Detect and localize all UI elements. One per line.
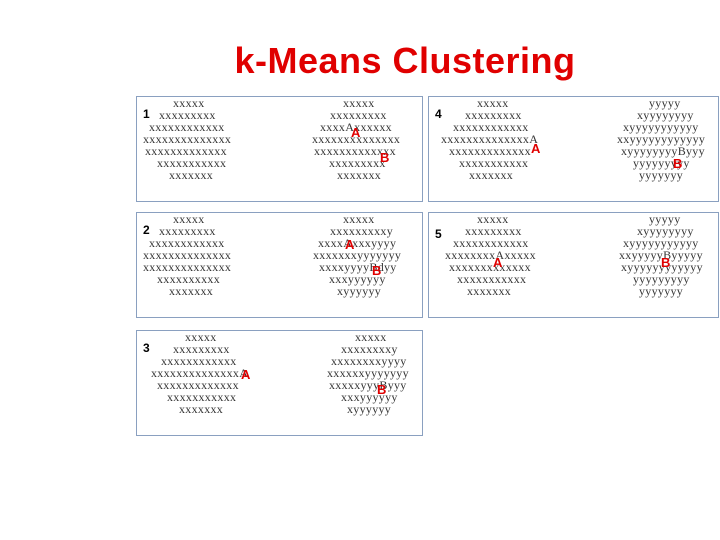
point-row: xxxxxxxxxxxxxx xyxy=(143,260,232,274)
slide-title: k-Means Clustering xyxy=(234,40,576,81)
centroid-b: B xyxy=(380,150,390,165)
point-row: xxxxxxxxxxxxxxA xyxy=(441,132,539,146)
point-row: xyyyyyyyy xyxy=(637,224,694,238)
iteration-number: 5 xyxy=(435,227,442,241)
iteration-panel-5: 5 xxxxx xxxxxxxxx xxxxxxxxxxxx xxxxxxxxA… xyxy=(428,212,719,318)
point-row: xxxxxxxxxxxxxxA xyxy=(151,366,249,380)
point-row: xxxxxxxxxxxxxx xyxy=(143,248,232,262)
point-row: xxxxxxx xyxy=(469,168,514,182)
point-row: xxxxx xyxy=(173,96,205,110)
point-row: xxxxx xyxy=(477,212,509,226)
iteration-number: 2 xyxy=(143,223,150,237)
point-row: xxxxxxx xyxy=(179,402,224,416)
point-row: xxxxxxx xyxy=(337,168,382,182)
point-row: xxxxxxxxxxxxx xyxy=(157,378,239,392)
point-row: xxxyyyyyy xyxy=(329,272,386,286)
point-row: xxxxyyyyBdyy xyxy=(319,260,397,274)
point-row: xxxxxxxxxxx xyxy=(457,272,527,286)
point-row: xxxxxxxxx xyxy=(465,108,522,122)
centroid-a: A xyxy=(241,367,251,382)
centroid-b: B xyxy=(377,382,387,397)
point-row: xxxxx xyxy=(173,212,205,226)
point-row: xxxxxxxxx xyxy=(159,224,216,238)
point-row: xxxxxxxxx xyxy=(159,108,216,122)
point-row: xyyyyyyyyByyy xyxy=(621,144,705,158)
centroid-a: A xyxy=(345,237,355,252)
point-row: xyyyyyyyyyyy xyxy=(623,236,699,250)
point-row: xxxxxxxxxxxxx xyxy=(449,260,531,274)
point-row: xyyyyyyyyyyy xyxy=(623,120,699,134)
point-row: xxxxxxxxxxx xyxy=(459,156,529,170)
point-row: xxxxxxxxxxx xyxy=(157,156,227,170)
point-row: xxxxxxxxxx xyxy=(157,272,220,286)
point-row: xxxxx xyxy=(185,330,217,344)
point-row: xxxxxxxxy xyxy=(341,342,398,356)
iteration-number: 3 xyxy=(143,341,150,355)
point-row: xxxxxxxxx xyxy=(330,108,387,122)
point-row: xxxxx xyxy=(343,212,375,226)
point-row: xxxyyyyyy xyxy=(341,390,398,404)
point-row: yyyyyyyyy xyxy=(633,156,690,170)
point-row: xxxxxxxxxxxx xyxy=(149,236,225,250)
point-row: xyyyyyy xyxy=(337,284,382,298)
point-row: yyyyyyy xyxy=(639,284,684,298)
point-row: xxxxxxxxxxxx xyxy=(149,120,225,134)
point-row: xxxxxxxxxxx xyxy=(167,390,237,404)
point-row: xxxxxxxxAxxxxx xyxy=(445,248,536,262)
point-row: xxxxx xyxy=(343,96,375,110)
centroid-a: A xyxy=(493,255,503,270)
iteration-panel-1: 1 xxxxx xxxxxxxxx xxxxxxxxxxxx xxxxxxxxx… xyxy=(136,96,423,202)
point-row: xxxxAxxxyyyy xyxy=(318,236,397,250)
point-row: xxxxxxxxxxxxx xyxy=(314,144,396,158)
point-row: yyyyy xyxy=(649,96,681,110)
centroid-a: A xyxy=(531,141,541,156)
point-row: xxxxxxyyyyyyy xyxy=(327,366,409,380)
point-row: xxxxxxx xyxy=(169,284,214,298)
point-row: xxxxx xyxy=(477,96,509,110)
point-row: xxyyyyyByyyyy xyxy=(619,248,703,262)
centroid-b: B xyxy=(661,255,671,270)
point-row: xxxxxxxxxxxxx xyxy=(449,144,531,158)
point-row: xxxxxxxxxxxxx xyxy=(145,144,227,158)
point-row: xyyyyyy xyxy=(347,402,392,416)
point-row: xxxxxxxxx xyxy=(329,156,386,170)
point-row: xxyyyyyyyyyyyy xyxy=(617,132,706,146)
point-row: xxxxxxxxxxxxxx xyxy=(143,132,232,146)
point-row: xxxxxxxxyyyy xyxy=(331,354,407,368)
iteration-number: 4 xyxy=(435,107,442,121)
centroid-b: B xyxy=(673,156,683,171)
point-row: xxxxAxxxxxx xyxy=(320,120,392,134)
point-row: yyyyyyy xyxy=(639,168,684,182)
point-row: xxxxxxxxxxxx xyxy=(161,354,237,368)
centroid-b: B xyxy=(372,263,382,278)
point-row: xxxxxxx xyxy=(467,284,512,298)
point-row: xxxxxxx xyxy=(169,168,214,182)
point-row: xxxxxxxxxy xyxy=(330,224,393,238)
centroid-a: A xyxy=(351,125,361,140)
point-row: xxxxxxxxxxxx xyxy=(453,236,529,250)
point-row: xxxxxxxxx xyxy=(173,342,230,356)
iteration-panel-4: 4 xxxxx xxxxxxxxx xxxxxxxxxxxx xxxxxxxxx… xyxy=(428,96,719,202)
point-row: xxxxxxxxx xyxy=(465,224,522,238)
iteration-panel-2: 2 xxxxx xxxxxxxxx xxxxxxxxxxxx xxxxxxxxx… xyxy=(136,212,423,318)
point-row: xxxxx xyxy=(355,330,387,344)
point-row: xxxxxxxxxxxx xyxy=(453,120,529,134)
point-row: xxxxxyyyByyy xyxy=(329,378,407,392)
point-row: yyyyyyyyy xyxy=(633,272,690,286)
iteration-panel-3: 3 xxxxx xxxxxxxxx xxxxxxxxxxxx xxxxxxxxx… xyxy=(136,330,423,436)
iteration-number: 1 xyxy=(143,107,150,121)
point-row: xxxxxxxxxxxxxx xyxy=(312,132,401,146)
point-row: xyyyyyyyy xyxy=(637,108,694,122)
point-row: xyyyyyyyyyyyy xyxy=(621,260,703,274)
point-row: yyyyy xyxy=(649,212,681,226)
point-row: xxxxxxxyyyyyyy xyxy=(313,248,402,262)
